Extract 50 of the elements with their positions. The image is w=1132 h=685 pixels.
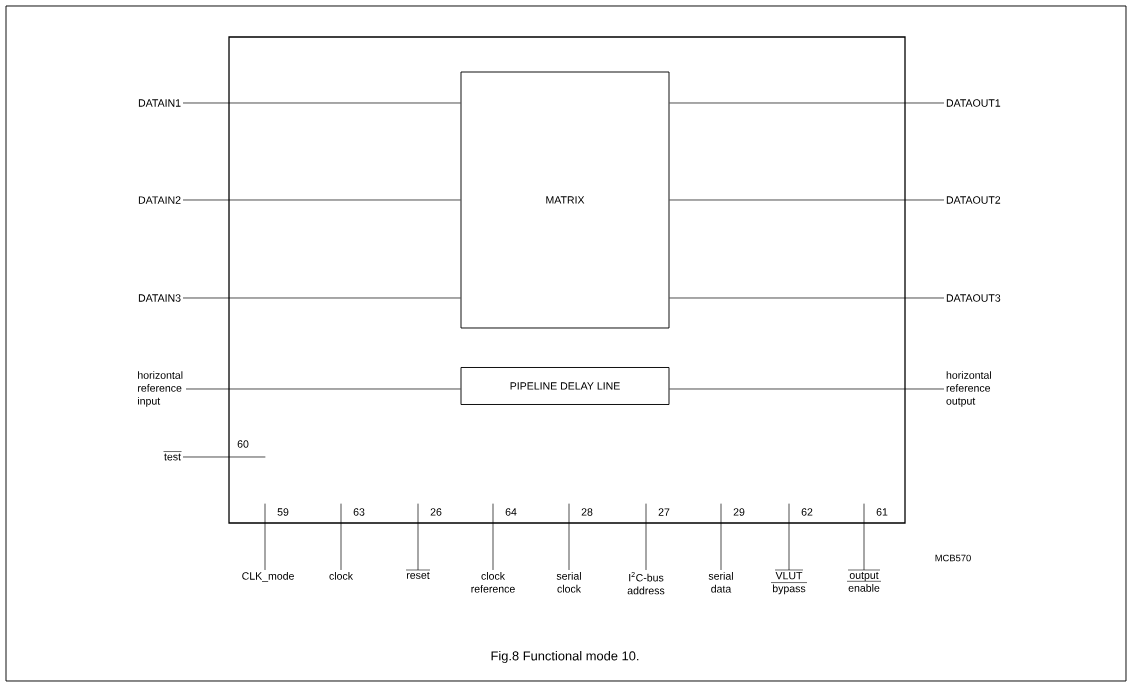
connection-line [568,503,570,571]
signal-name: clock reference [471,572,515,593]
connection-line [340,503,342,571]
pin-number: 60 [235,439,251,449]
connection-line [182,102,461,104]
connection-line [669,388,945,390]
connection-line [788,503,790,571]
connection-line [182,456,266,458]
signal-name: DATAOUT3 [946,294,1001,302]
pin-number: 62 [799,507,815,517]
connection-line [182,199,461,201]
connection-line [417,503,419,571]
signal-name: VLUT bypass [770,569,808,595]
signal-name: output enable [846,569,882,592]
pin-number: 29 [731,507,747,517]
pin-number: 59 [275,507,291,517]
signal-name: I$^{2}$C-bus address [627,572,665,595]
signal-name: test [163,451,182,461]
matrix-box: MATRIX [460,71,670,329]
figure-caption: Fig.8 Functional mode 10. [491,651,639,663]
signal-name: DATAOUT1 [946,99,1001,107]
pin-number: 64 [503,507,519,517]
signal-name: DATAIN2 [138,196,181,204]
connection-line [669,297,945,299]
signal-name: serial data [708,572,733,593]
chip-outline [228,36,906,524]
signal-name: horizontal reference input [138,371,183,407]
connection-line [863,503,865,571]
connection-line [264,503,266,571]
figure-code: MCB570 [935,554,971,562]
signal-name: DATAOUT2 [946,196,1001,204]
connection-line [720,503,722,571]
connection-line [182,297,461,299]
signal-name: reset [405,569,431,579]
pin-number: 26 [428,507,444,517]
signal-name: DATAIN3 [138,294,181,302]
connection-line [669,199,945,201]
signal-name: clock [329,572,354,580]
pin-number: 27 [656,507,672,517]
connection-line [185,388,461,390]
signal-name: serial clock [556,572,582,593]
pin-number: 61 [874,507,890,517]
connection-line [645,503,647,571]
signal-name: CLK_mode [242,572,294,582]
pin-number: 63 [351,507,367,517]
connection-line [492,503,494,571]
pin-number: 28 [579,507,595,517]
connection-line [669,102,945,104]
signal-name: horizontal reference output [946,371,991,407]
signal-name: DATAIN1 [138,99,181,107]
